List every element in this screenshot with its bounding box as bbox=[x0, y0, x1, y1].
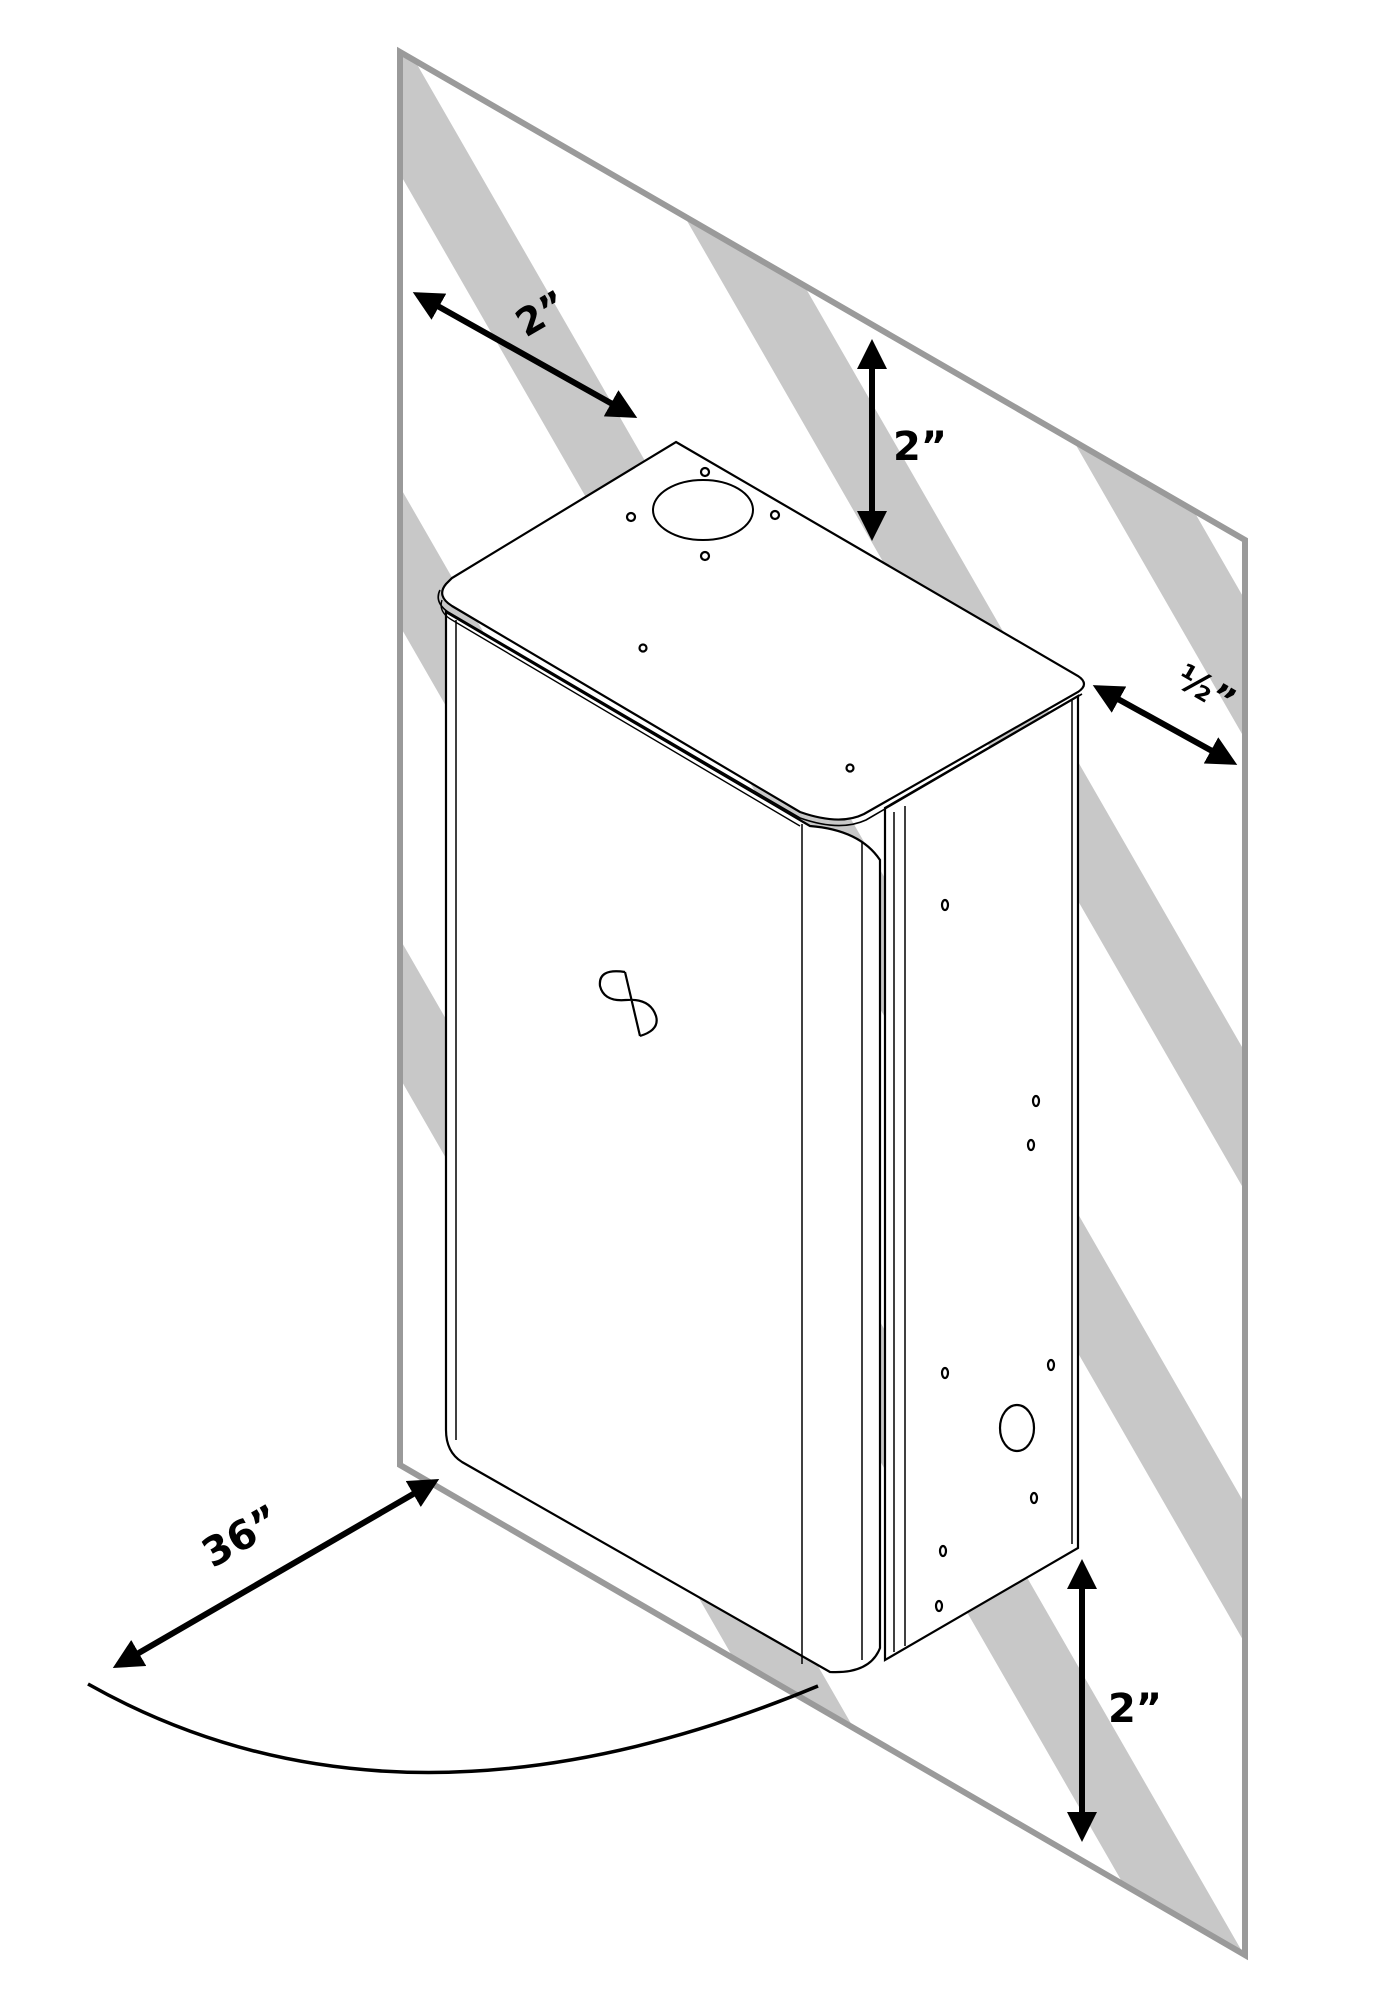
side-opening bbox=[998, 1403, 1036, 1453]
wall-stripe bbox=[820, 52, 1245, 1955]
top-opening bbox=[652, 479, 754, 541]
front-clearance-arrow bbox=[112, 1478, 440, 1669]
wall-stripe bbox=[1340, 0, 1380, 1999]
cabinet-front-panel bbox=[444, 610, 882, 1674]
front-clearance-label: 36” bbox=[195, 1496, 289, 1577]
cabinet-top bbox=[441, 440, 1086, 821]
wall-outline bbox=[397, 46, 1248, 1961]
cabinet bbox=[437, 440, 1086, 1674]
cabinet-side-panel bbox=[883, 694, 1080, 1662]
top-side-clearance-arrow bbox=[412, 292, 638, 418]
bottom-clearance-label: 2” bbox=[1108, 1686, 1162, 1732]
top-clearance-label: 2” bbox=[893, 424, 947, 470]
side-wall-clearance-arrow bbox=[1092, 685, 1238, 765]
logo-icon bbox=[598, 970, 658, 1038]
front-clearance-arc bbox=[87, 1682, 819, 1775]
